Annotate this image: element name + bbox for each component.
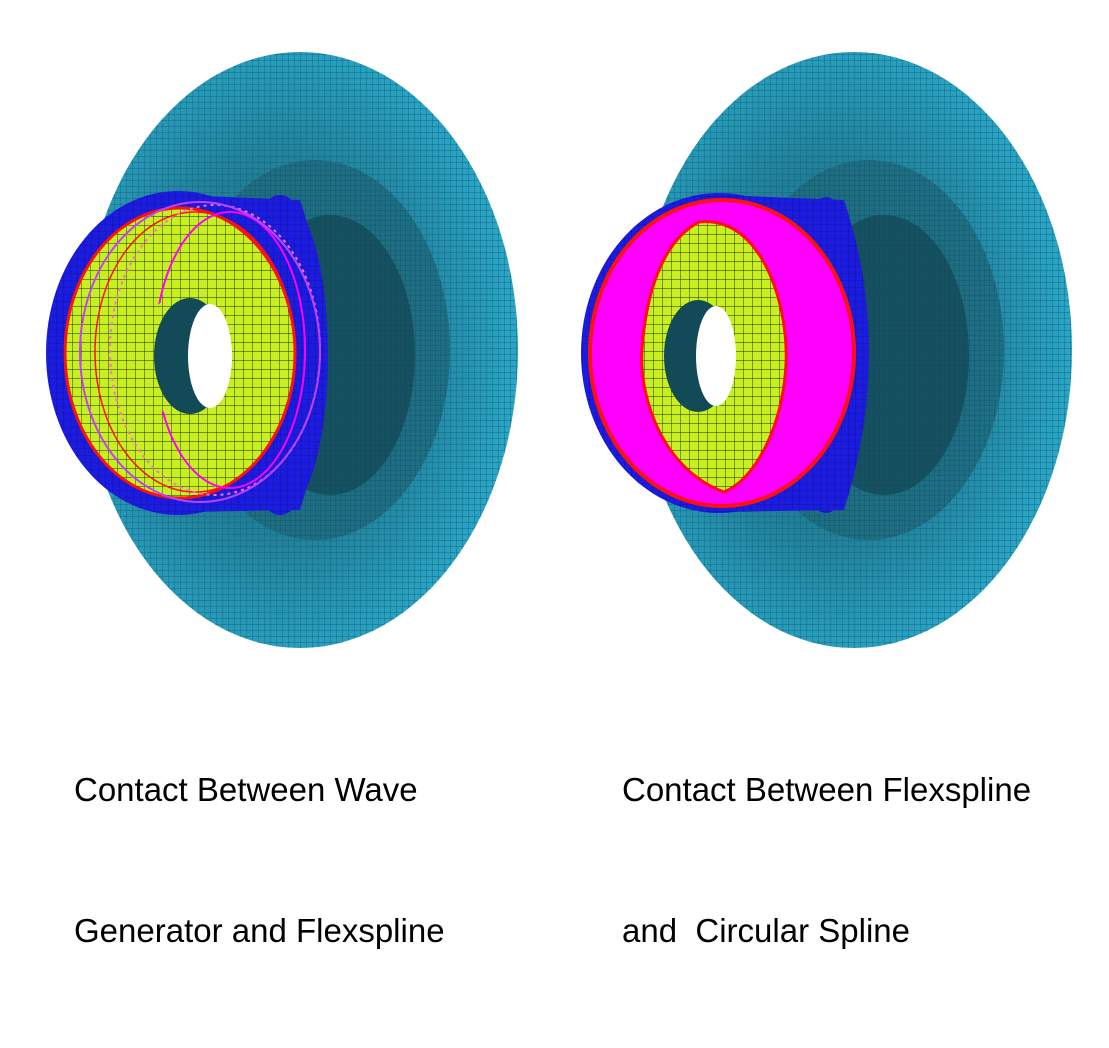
fem-model-flexspline-circular-spline: [581, 52, 1072, 648]
bore-through-hole: [696, 306, 736, 406]
caption-line-1: Contact Between Flexspline: [622, 771, 1032, 808]
caption-line-2: Generator and Flexspline: [74, 912, 445, 949]
caption-line-2: and Circular Spline: [622, 912, 910, 949]
bore-through-hole: [188, 304, 232, 408]
panel-circular-spline-contact: Contact Between Flexspline and Circular …: [554, 0, 1108, 949]
panel-wave-generator-contact: Contact Between Wave Generator and Flexs…: [0, 0, 554, 949]
fem-model-wave-generator-flexspline: [46, 52, 518, 648]
caption-line-1: Contact Between Wave: [74, 771, 418, 808]
caption-wave-generator-flexspline: Contact Between Wave Generator and Flexs…: [74, 672, 445, 1048]
caption-flexspline-circular-spline: Contact Between Flexspline and Circular …: [622, 672, 1031, 1048]
